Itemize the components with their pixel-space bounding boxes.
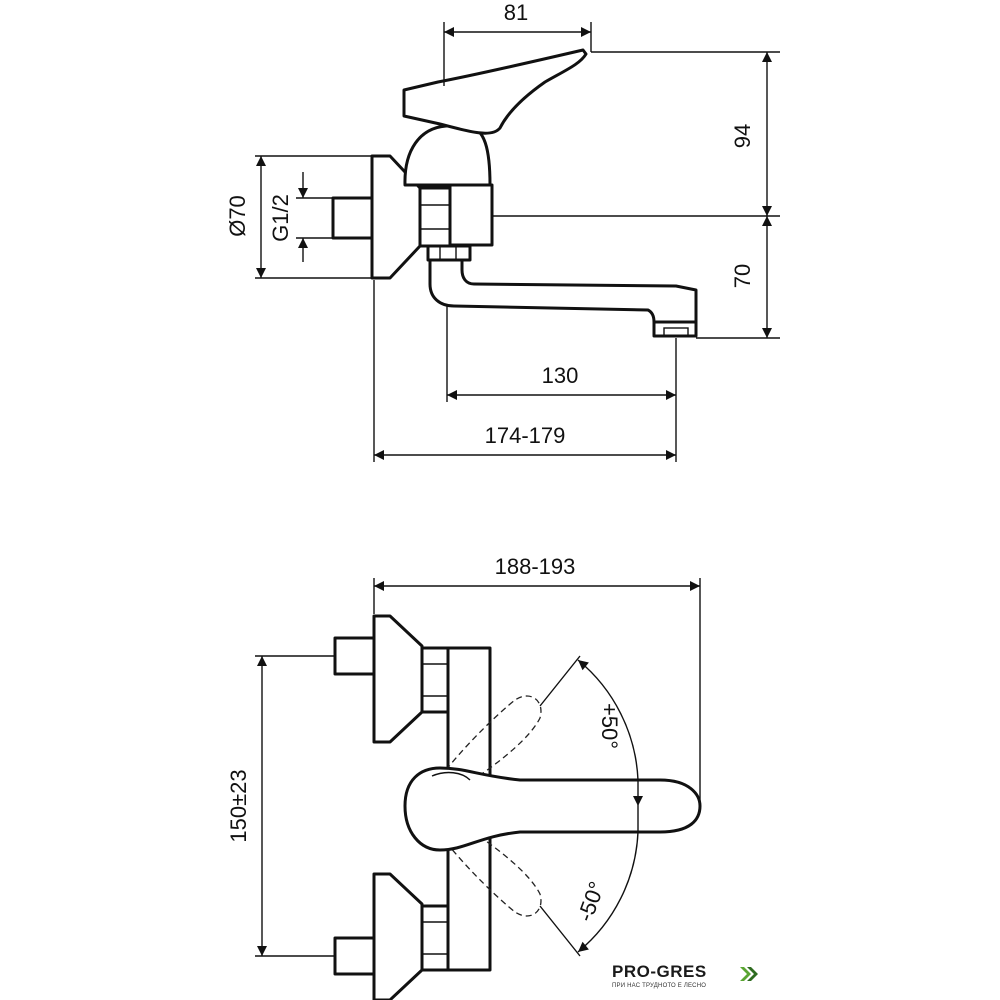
brand-tagline: ПРИ НАС ТРУДНОТО Е ЛЕСНО bbox=[612, 983, 707, 989]
dim-label-188-193: 188-193 bbox=[495, 554, 576, 579]
front-top-nut bbox=[420, 646, 450, 714]
handle-ghost-minus50 bbox=[444, 829, 542, 917]
dim-label-94: 94 bbox=[730, 124, 755, 148]
front-view: 188-193 150±23 +50° -50° bbox=[226, 554, 702, 1000]
front-top-inlet bbox=[333, 636, 376, 676]
front-bottom-inlet bbox=[333, 936, 376, 976]
side-inlet-stub bbox=[331, 196, 374, 240]
side-aerator bbox=[652, 320, 698, 338]
brand-logo: PRO-GRES ПРИ НАС ТРУДНОТО Е ЛЕСНО bbox=[612, 962, 772, 989]
chevron-logo-icon bbox=[740, 967, 758, 981]
side-lever-handle bbox=[402, 48, 588, 135]
side-body bbox=[448, 183, 494, 247]
side-spout bbox=[428, 258, 698, 324]
dim-label-diameter: Ø70 bbox=[225, 195, 250, 237]
angle-arc-minus bbox=[577, 831, 639, 953]
dim-label-thread: G1/2 bbox=[268, 194, 293, 242]
dim-label-81: 81 bbox=[504, 0, 528, 25]
angle-arc-plus bbox=[577, 659, 639, 781]
dim-label-174-179: 174-179 bbox=[485, 423, 566, 448]
brand-name: PRO-GRES bbox=[612, 962, 707, 981]
angle-label-minus: -50° bbox=[572, 878, 609, 925]
angle-label-plus: +50° bbox=[597, 703, 622, 749]
front-top-flange bbox=[372, 614, 424, 744]
side-view: 81 94 70 Ø70 G1/2 130 174-179 bbox=[225, 0, 780, 462]
side-hex-nut bbox=[418, 186, 452, 248]
front-bottom-flange bbox=[372, 872, 424, 1000]
side-cartridge-dome bbox=[403, 124, 492, 187]
handle-ghost-plus50 bbox=[444, 695, 542, 783]
front-bottom-nut bbox=[420, 904, 450, 972]
dim-label-70: 70 bbox=[730, 264, 755, 288]
dim-label-130: 130 bbox=[542, 363, 579, 388]
front-lever-handle bbox=[403, 766, 702, 852]
dim-label-150: 150±23 bbox=[226, 769, 251, 842]
side-spout-connector bbox=[426, 244, 472, 262]
